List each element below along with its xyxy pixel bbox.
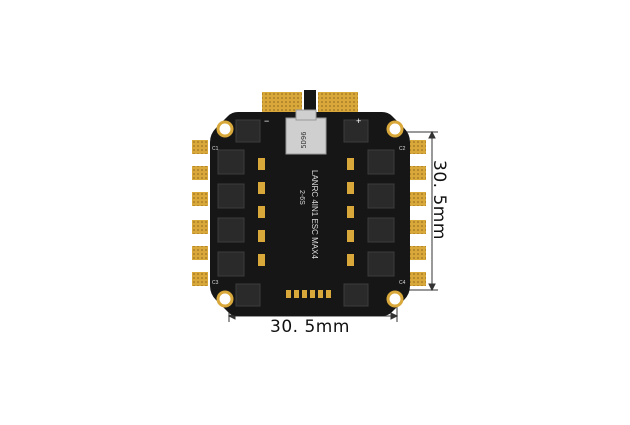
motor-pads-right	[410, 140, 426, 286]
regulator-chip	[285, 117, 327, 155]
board-silk-line1: LANRC 4IN1 ESC MAX4	[310, 170, 319, 259]
mounting-holes	[216, 120, 404, 308]
capacitor-columns	[258, 158, 354, 266]
silk-c2: C2	[399, 146, 406, 152]
silk-plus: +	[356, 116, 361, 126]
board-silk-line2: 2-6S	[298, 190, 305, 205]
silk-minus: −	[264, 116, 269, 126]
silk-c3: C3	[212, 280, 219, 286]
mosfets	[217, 119, 395, 307]
motor-pads-left	[192, 140, 208, 286]
height-dimension-line	[392, 130, 438, 292]
width-dimension-label: 30. 5mm	[270, 317, 350, 337]
chip-marking: 5D96	[300, 132, 308, 149]
signal-pads	[286, 290, 331, 298]
silk-c4: C4	[399, 280, 406, 286]
silk-c1: C1	[212, 146, 219, 152]
height-dimension-label: 30. 5mm	[421, 160, 461, 290]
height-dimension-text: 30. 5mm	[429, 160, 449, 240]
battery-pads	[262, 90, 358, 116]
